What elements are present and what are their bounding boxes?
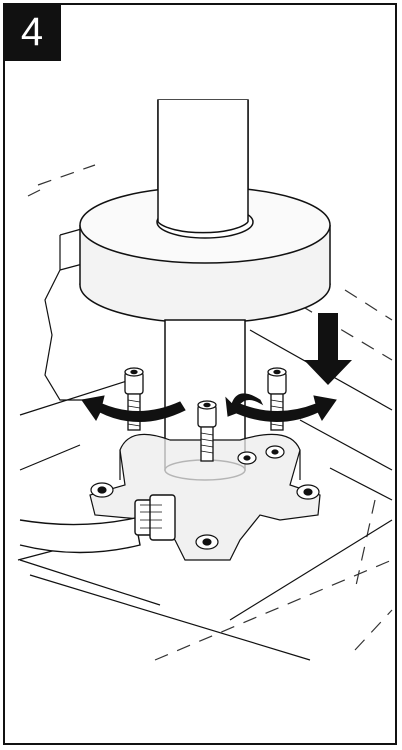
rotation-arrows bbox=[81, 393, 337, 422]
step-number-badge: 4 bbox=[3, 3, 61, 61]
hose-fitting bbox=[19, 494, 176, 554]
down-arrow bbox=[304, 313, 352, 385]
flange-disk bbox=[79, 100, 331, 324]
floor-solid-lines bbox=[17, 329, 393, 661]
mount-screws bbox=[90, 445, 320, 550]
cap-bolts bbox=[124, 367, 287, 462]
base-plate bbox=[89, 433, 321, 561]
floor-dashed-lines bbox=[27, 164, 393, 661]
